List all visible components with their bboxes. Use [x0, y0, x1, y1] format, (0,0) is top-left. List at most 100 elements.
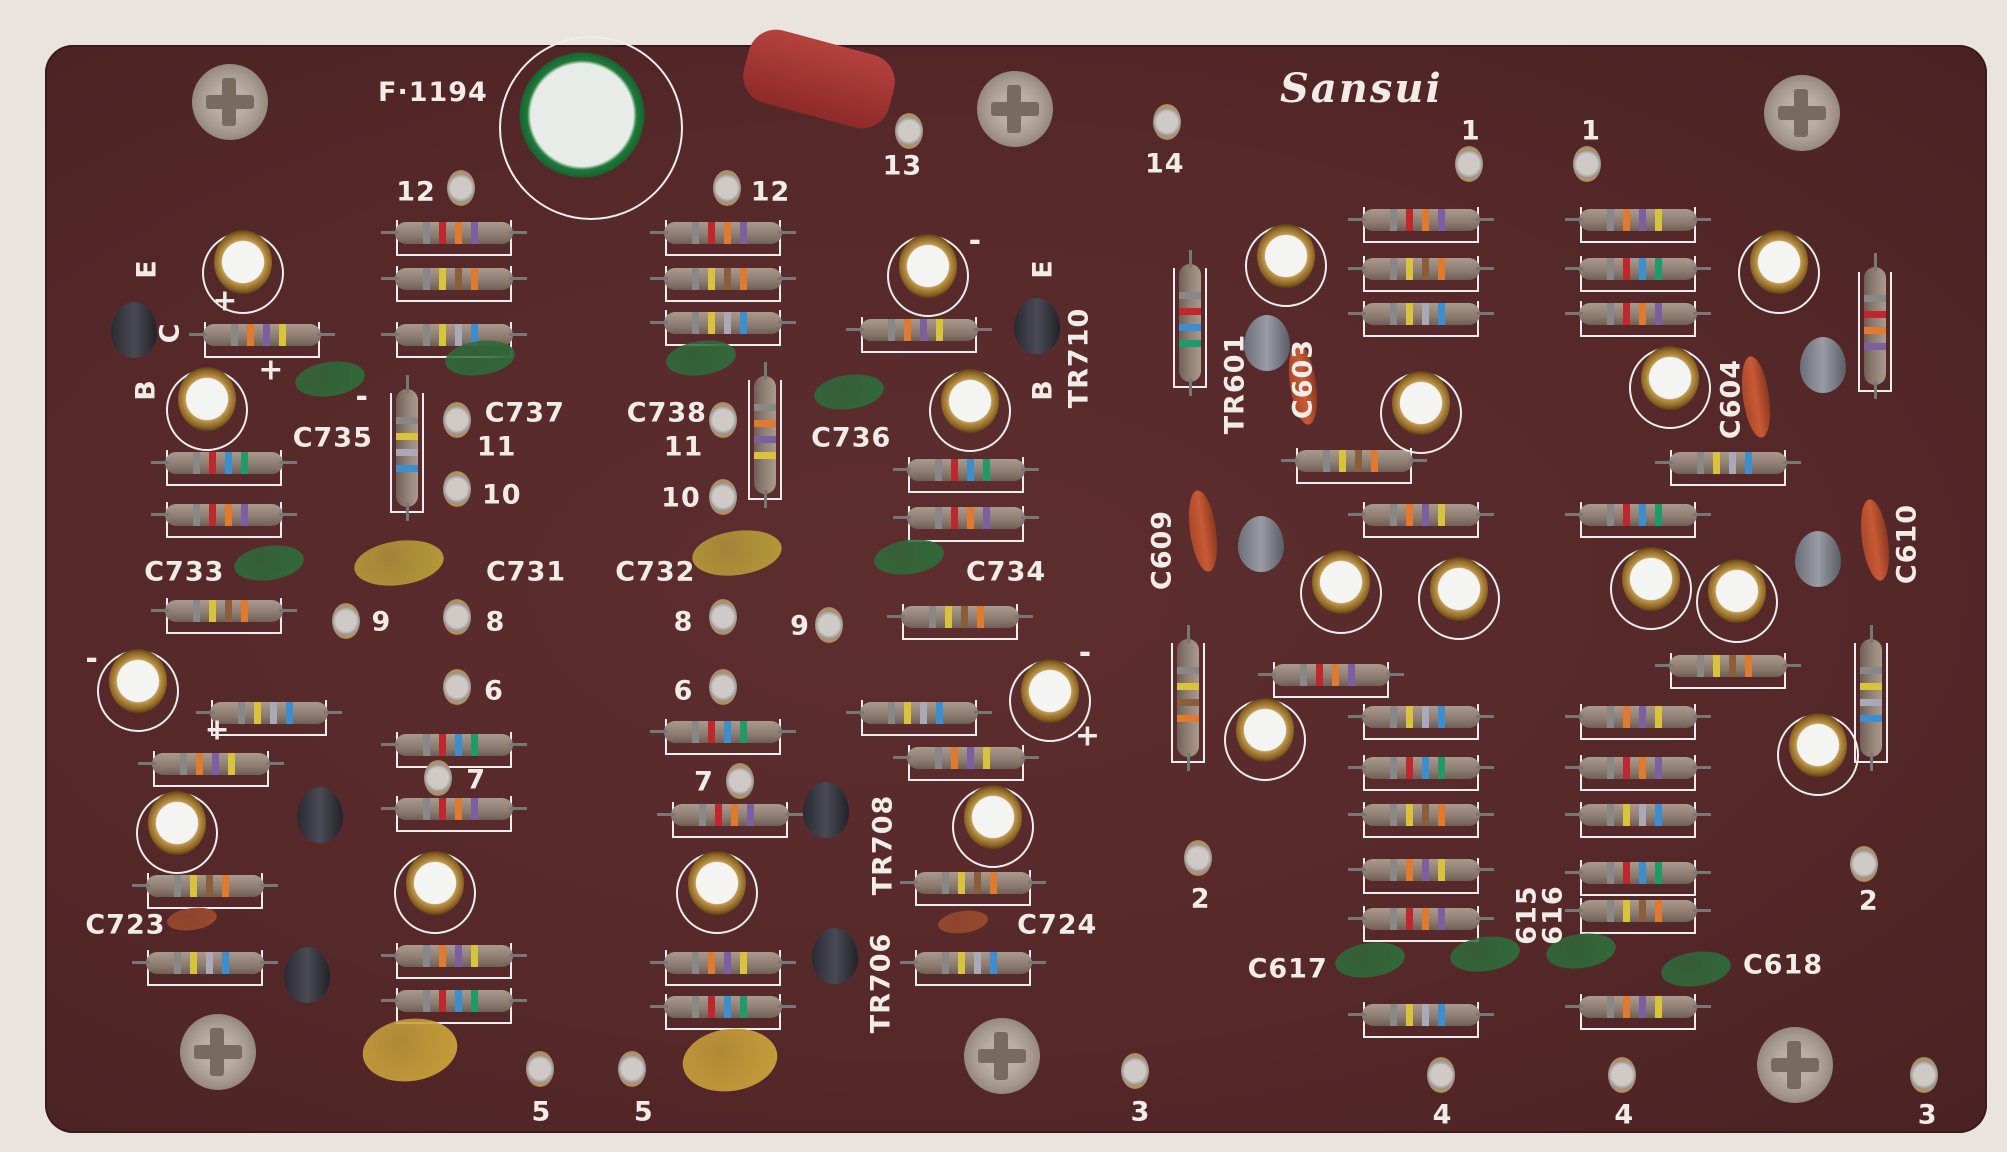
resistor	[131, 874, 278, 897]
color-band	[423, 324, 431, 347]
silkscreen-label: C618	[1742, 949, 1824, 981]
silkscreen-label: C603	[1287, 338, 1319, 419]
color-band	[1864, 343, 1887, 351]
color-band	[1623, 900, 1631, 923]
color-band	[1655, 302, 1663, 325]
color-band	[396, 417, 419, 424]
color-band	[1339, 449, 1347, 472]
electrolytic-capacitor	[178, 367, 237, 432]
color-band	[740, 221, 748, 244]
color-band	[1860, 666, 1883, 674]
silkscreen-label: C	[154, 322, 186, 344]
resistor	[893, 746, 1040, 769]
color-band	[228, 753, 236, 776]
silkscreen-label: 8	[673, 606, 694, 638]
resistor	[899, 872, 1046, 895]
color-band	[1389, 257, 1397, 280]
silkscreen-label: 6	[673, 675, 694, 707]
resistor	[650, 721, 797, 744]
color-band	[241, 599, 248, 622]
color-band	[396, 433, 419, 440]
mounting-screw-icon	[977, 70, 1054, 147]
color-band	[1437, 859, 1445, 882]
silkscreen-label: C731	[485, 556, 567, 588]
color-band	[471, 733, 479, 756]
color-band	[740, 268, 748, 291]
color-band	[279, 324, 287, 347]
color-band	[237, 701, 245, 724]
solder-pad	[1849, 846, 1878, 882]
color-band	[957, 951, 965, 974]
color-band	[692, 721, 700, 744]
ceramic-capacitor	[871, 535, 946, 579]
color-band	[1316, 663, 1324, 686]
solder-pad	[1121, 1053, 1150, 1090]
electrolytic-capacitor	[1641, 345, 1700, 410]
color-band	[471, 221, 479, 244]
color-band	[1371, 449, 1379, 472]
color-band	[439, 945, 447, 968]
solder-pad	[446, 170, 475, 207]
color-band	[708, 268, 716, 291]
electrolytic-capacitor	[687, 851, 746, 916]
component-outline	[499, 36, 684, 220]
color-band	[231, 324, 239, 347]
color-band	[714, 804, 722, 827]
color-band	[967, 458, 975, 481]
ceramic-capacitor	[231, 541, 306, 585]
color-band	[1323, 449, 1331, 472]
silkscreen-label: C738	[626, 397, 707, 429]
silkscreen-label: 5	[531, 1096, 552, 1128]
silkscreen-label: TR710	[1063, 308, 1095, 409]
silkscreen-label: 9	[790, 610, 810, 642]
color-band	[989, 951, 997, 974]
color-band	[941, 872, 949, 895]
resistor	[189, 324, 336, 347]
silkscreen-label: C732	[615, 556, 696, 588]
solder-pad	[709, 669, 738, 706]
resistor	[899, 951, 1046, 974]
silkscreen-label: C610	[1891, 503, 1923, 585]
mounting-screw-icon	[1764, 74, 1841, 151]
electrolytic-capacitor	[1257, 224, 1316, 288]
color-band	[1729, 452, 1736, 475]
color-band	[1639, 861, 1647, 884]
color-band	[1607, 996, 1615, 1019]
color-band	[225, 503, 232, 526]
resistor	[195, 701, 342, 724]
color-band	[1437, 908, 1445, 931]
color-band	[1655, 861, 1663, 884]
color-band	[1655, 757, 1663, 779]
silkscreen-label: 11	[476, 431, 517, 463]
color-band	[904, 319, 912, 342]
ceramic-capacitor	[165, 904, 219, 934]
color-band	[1860, 714, 1883, 722]
color-band	[221, 951, 229, 974]
color-band	[920, 319, 928, 342]
color-band	[692, 221, 700, 244]
color-band	[1623, 503, 1631, 526]
color-band	[193, 599, 200, 622]
silkscreen-label: 13	[882, 150, 923, 182]
color-band	[1405, 257, 1413, 280]
color-band	[754, 436, 777, 444]
color-band	[1179, 323, 1202, 331]
color-band	[989, 872, 997, 895]
ceramic-capacitor	[936, 907, 989, 936]
resistor	[381, 733, 528, 756]
color-band	[1623, 257, 1631, 280]
electrolytic-capacitor	[1020, 659, 1079, 724]
transistor	[1237, 516, 1284, 572]
color-band	[247, 324, 255, 347]
color-band	[1655, 209, 1663, 232]
resistor	[650, 221, 797, 244]
ceramic-capacitor	[1332, 938, 1407, 982]
color-band	[1607, 757, 1615, 779]
color-band	[1864, 311, 1887, 319]
color-band	[1176, 682, 1199, 690]
color-band	[1437, 804, 1445, 827]
silkscreen-label: 6	[484, 675, 504, 707]
transistor	[1013, 298, 1060, 355]
silkscreen-label: 1	[1460, 115, 1481, 147]
silkscreen-label: 2	[1858, 885, 1879, 917]
